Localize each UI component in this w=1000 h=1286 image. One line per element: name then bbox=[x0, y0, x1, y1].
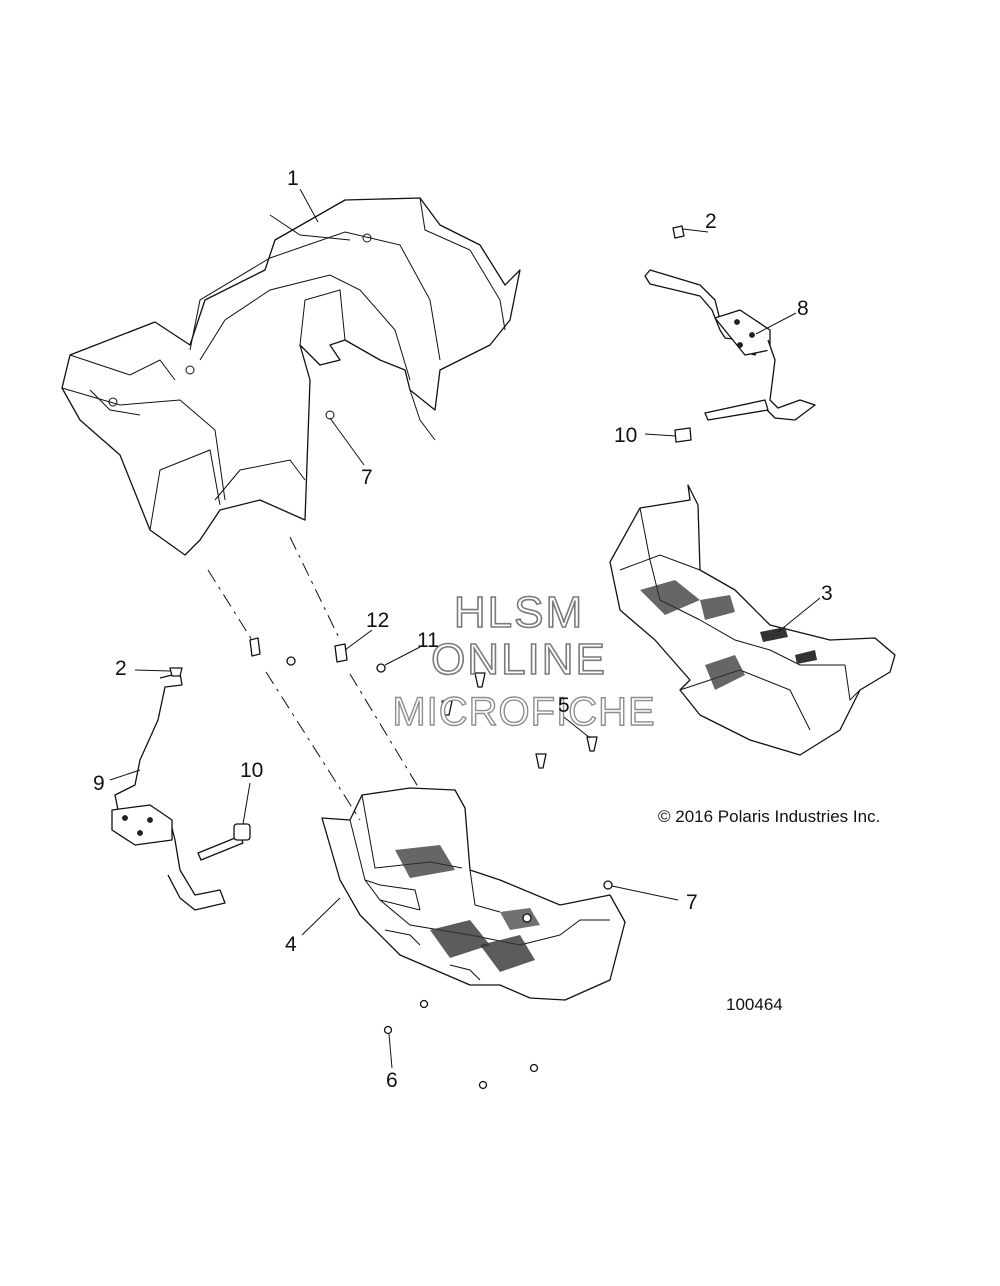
callout-5: 5 bbox=[558, 694, 570, 717]
callout-labels: 1 2 8 10 7 3 12 11 2 5 9 10 7 4 6 bbox=[93, 167, 833, 1092]
left-bracket-part bbox=[111, 672, 251, 911]
callout-11: 11 bbox=[417, 629, 439, 652]
callout-12: 12 bbox=[366, 609, 389, 632]
copyright-text: © 2016 Polaris Industries Inc. bbox=[658, 807, 880, 826]
left-footwell-part bbox=[321, 787, 626, 1001]
callout-8: 8 bbox=[797, 297, 809, 320]
watermark-line-3: MICROFICHE bbox=[392, 690, 655, 734]
callout-2-left: 2 bbox=[115, 657, 127, 680]
callout-4: 4 bbox=[285, 933, 297, 956]
callout-10-left: 10 bbox=[240, 759, 263, 782]
front-fender-part bbox=[61, 197, 521, 556]
watermark-line-1: HLSM bbox=[454, 588, 584, 637]
leader-lines bbox=[109, 188, 821, 1069]
watermark: HLSM ONLINE MICROFICHE bbox=[392, 587, 656, 735]
fasteners bbox=[169, 637, 613, 1090]
right-bracket-part bbox=[644, 225, 816, 443]
watermark-line-2: ONLINE bbox=[431, 635, 607, 684]
callout-10-top: 10 bbox=[614, 424, 637, 447]
right-footwell-part bbox=[609, 484, 896, 756]
assembly-lines bbox=[207, 536, 421, 821]
callout-2-top: 2 bbox=[705, 210, 717, 233]
callout-7-top: 7 bbox=[361, 466, 373, 489]
callout-6: 6 bbox=[386, 1069, 398, 1092]
figure-number: 100464 bbox=[726, 995, 783, 1014]
callout-9: 9 bbox=[93, 772, 105, 795]
callout-1: 1 bbox=[287, 167, 299, 190]
callout-7-right: 7 bbox=[686, 891, 698, 914]
callout-3: 3 bbox=[821, 582, 833, 605]
